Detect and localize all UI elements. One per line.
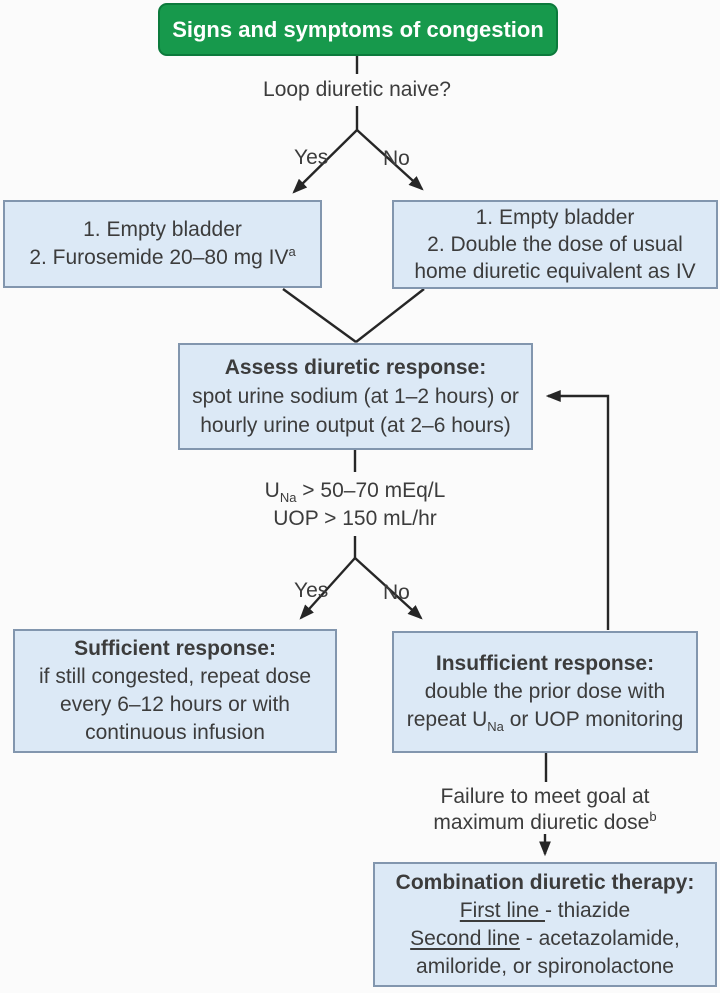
box-line: Second line - acetazolamide, xyxy=(410,926,680,950)
node-combination-therapy: Combination diuretic therapy: First line… xyxy=(373,862,717,987)
box-line: home diuretic equivalent as IV xyxy=(414,260,696,283)
box-line: repeat UNa or UOP monitoring xyxy=(406,708,684,735)
failure-line: Failure to meet goal at xyxy=(440,785,650,808)
box-line: 2. Double the dose of usual xyxy=(427,233,683,256)
branch2-yes-label: Yes xyxy=(294,579,329,602)
label-failure-max-dose: Failure to meet goal at maximum diuretic… xyxy=(395,784,695,836)
criteria-line-una: UNa > 50–70 mEq/L xyxy=(264,479,446,506)
box-line: double the prior dose with xyxy=(424,680,666,703)
box-line: 1. Empty bladder xyxy=(83,218,242,241)
failure-line: maximum diuretic doseb xyxy=(433,809,657,834)
superscript-a: a xyxy=(288,244,296,259)
box-line: amiloride, or spironolactone xyxy=(416,954,674,978)
label-una-uop-criteria: UNa > 50–70 mEq/L UOP > 150 mL/hr xyxy=(205,477,505,533)
subscript-na: Na xyxy=(279,490,297,506)
branch1-yes-label: Yes xyxy=(294,146,329,169)
question-loop-diuretic-naive: Loop diuretic naive? xyxy=(207,76,507,104)
box-line: if still congested, repeat dose xyxy=(39,665,311,688)
box-line: every 6–12 hours or with xyxy=(60,693,290,716)
box-line: spot urine sodium (at 1–2 hours) or xyxy=(192,385,519,408)
box-line: continuous infusion xyxy=(85,721,265,744)
node-assess-response: Assess diuretic response: spot urine sod… xyxy=(178,343,533,450)
subscript-na: Na xyxy=(487,719,504,735)
box-title: Sufficient response: xyxy=(74,637,276,660)
node-loop-naive-no: 1. Empty bladder 2. Double the dose of u… xyxy=(392,200,718,289)
branch1-no-label: No xyxy=(383,147,410,170)
criteria-line-uop: UOP > 150 mL/hr xyxy=(273,507,437,530)
box-line: First line - thiazide xyxy=(459,898,631,922)
first-line-underlined: First line xyxy=(459,898,545,922)
superscript-b: b xyxy=(649,809,657,824)
question-label: Loop diuretic naive? xyxy=(263,78,451,101)
box-line: 1. Empty bladder xyxy=(475,206,635,229)
connector-split1-no-arrow xyxy=(356,129,424,191)
box-title: Insufficient response: xyxy=(435,652,655,675)
connector-split1-yes-arrow xyxy=(292,129,358,194)
connector-yesbox-to-assess xyxy=(282,288,357,343)
second-line-underlined: Second line xyxy=(410,926,520,950)
node-insufficient-response: Insufficient response: double the prior … xyxy=(392,631,698,753)
connector-split2-yes-arrow xyxy=(299,557,356,620)
box-line: hourly urine output (at 2–6 hours) xyxy=(200,414,511,437)
start-label: Signs and symptoms of congestion xyxy=(172,16,544,42)
branch2-no-label: No xyxy=(383,581,410,604)
connector-nobox-to-assess xyxy=(355,288,425,343)
connector-feedback-loop-arrow xyxy=(545,390,610,630)
box-title: Assess diuretic response: xyxy=(224,356,487,379)
node-signs-symptoms: Signs and symptoms of congestion xyxy=(158,3,558,56)
box-line: 2. Furosemide 20–80 mg IVa xyxy=(29,244,296,269)
box-title: Combination diuretic therapy: xyxy=(395,870,695,894)
node-loop-naive-yes: 1. Empty bladder 2. Furosemide 20–80 mg … xyxy=(3,200,322,288)
node-sufficient-response: Sufficient response: if still congested,… xyxy=(13,629,337,753)
connector-split2-no-arrow xyxy=(354,557,423,620)
